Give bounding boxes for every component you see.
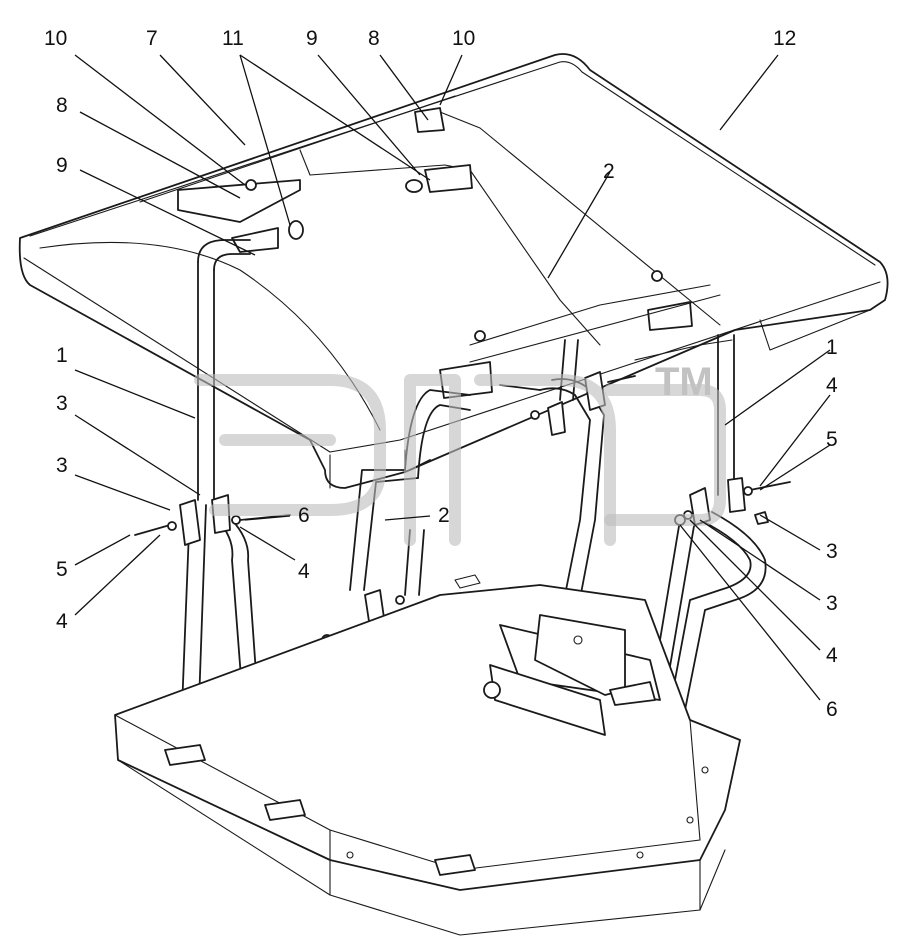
roof-brackets (177, 107, 721, 399)
callout-10: 10 (452, 27, 475, 50)
watermark-tm-text: TM (655, 360, 713, 404)
callout-4: 4 (298, 560, 310, 583)
callout-8: 8 (56, 94, 68, 117)
callout-11: 11 (222, 27, 244, 50)
callout-9: 9 (56, 154, 68, 177)
callout-6: 6 (298, 504, 310, 527)
callout-8: 8 (368, 27, 380, 50)
callout-3: 3 (826, 592, 838, 615)
callout-9: 9 (306, 27, 318, 50)
leader-lines (74, 54, 831, 701)
callout-5: 5 (56, 558, 68, 581)
base-plate (114, 574, 741, 936)
callout-4: 4 (826, 374, 838, 397)
callout-2: 2 (603, 160, 615, 183)
callout-7: 7 (146, 27, 158, 50)
callout-2: 2 (438, 504, 450, 527)
callout-3: 3 (56, 454, 68, 477)
callout-6: 6 (826, 698, 838, 721)
callout-3: 3 (56, 392, 68, 415)
callout-4: 4 (826, 644, 838, 667)
callout-3: 3 (826, 540, 838, 563)
watermark-logo: TM (194, 360, 726, 546)
callout-10: 10 (44, 27, 67, 50)
callout-4: 4 (56, 610, 68, 633)
callout-1: 1 (56, 344, 68, 367)
callout-1: 1 (826, 336, 838, 359)
callout-labels: 10 7 11 9 8 10 12 8 9 2 1 1 4 3 5 3 6 2 … (44, 27, 838, 721)
callout-5: 5 (826, 428, 838, 451)
callout-12: 12 (773, 27, 796, 50)
